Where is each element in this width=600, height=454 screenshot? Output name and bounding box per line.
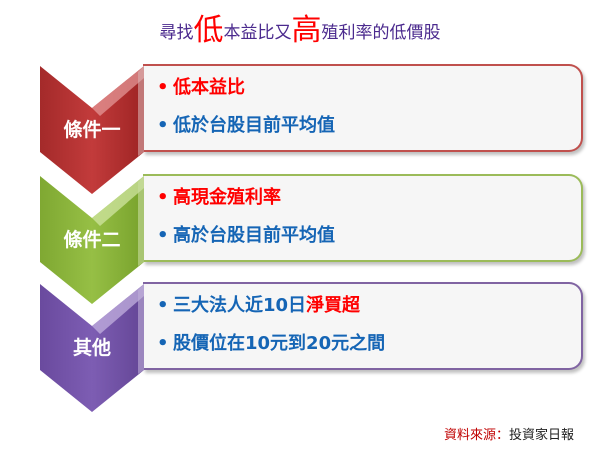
- condition-2-item-2: •高於台股目前平均值: [157, 225, 335, 246]
- condition-2-label: 條件二: [63, 229, 121, 251]
- bullet-icon: •: [157, 115, 169, 136]
- bullet-icon: •: [157, 333, 169, 354]
- condition-3-item-1: •三大法人近10日淨買超: [157, 295, 361, 316]
- page-title: 尋找低本益比又高殖利率的低價股: [0, 8, 600, 56]
- condition-1-item-2: •低於台股目前平均值: [157, 115, 335, 136]
- title-part-1: 尋找: [159, 23, 194, 43]
- condition-box-3: •三大法人近10日淨買超 •股價位在10元到20元之間: [143, 282, 583, 370]
- condition-box-1: •低本益比 •低於台股目前平均值: [143, 64, 583, 152]
- condition-box-2: •高現金殖利率 •高於台股目前平均值: [143, 174, 583, 262]
- title-part-2: 本益比又: [223, 23, 292, 43]
- bullet-icon: •: [157, 77, 169, 98]
- source-note: 資料來源：投資家日報: [444, 424, 574, 443]
- condition-3-item-2: •股價位在10元到20元之間: [157, 333, 386, 354]
- title-highlight-high: 高: [291, 13, 322, 48]
- chevron-down-icon: [40, 282, 144, 414]
- bullet-icon: •: [157, 295, 169, 316]
- condition-3-label: 其他: [72, 337, 111, 359]
- bullet-icon: •: [157, 225, 169, 246]
- condition-1-label: 條件一: [63, 119, 121, 141]
- title-part-3: 殖利率的低價股: [321, 23, 441, 43]
- chevron-down-icon: [40, 64, 144, 196]
- source-value: 投資家日報: [508, 428, 574, 443]
- condition-row-2: •高現金殖利率 •高於台股目前平均值 條件二: [0, 174, 600, 306]
- condition-2-item-1: •高現金殖利率: [157, 187, 281, 208]
- chevron-down-icon: [40, 174, 144, 306]
- condition-row-3: •三大法人近10日淨買超 •股價位在10元到20元之間 其他: [0, 282, 600, 414]
- bullet-icon: •: [157, 187, 169, 208]
- source-label: 資料來源：: [443, 428, 509, 443]
- condition-1-item-1: •低本益比: [157, 77, 245, 98]
- condition-row-1: •低本益比 •低於台股目前平均值 條件一: [0, 64, 600, 196]
- net-buy-highlight: 淨買超: [306, 295, 361, 316]
- title-highlight-low: 低: [193, 13, 224, 48]
